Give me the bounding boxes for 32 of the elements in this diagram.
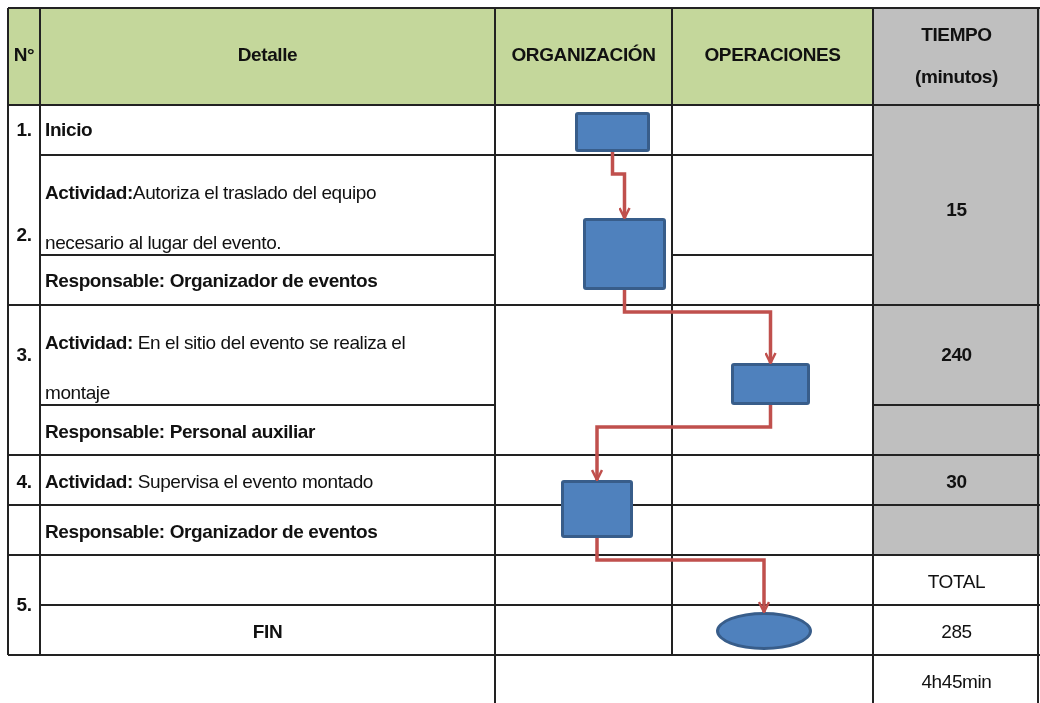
time-value: 15	[945, 198, 968, 222]
responsible-text: Responsable: Organizador de eventos	[45, 269, 379, 293]
responsible-text: Responsable: Organizador de eventos	[45, 520, 379, 544]
time-value: 30	[945, 470, 968, 494]
column-header: N°	[12, 43, 36, 67]
step-text: FIN	[251, 620, 284, 644]
arrow	[590, 405, 773, 482]
responsible-text: Responsable: Personal auxiliar	[45, 420, 316, 444]
activity-text: Actividad:Autoriza el traslado del equipo necesario al lugar del evento.	[45, 181, 378, 255]
arrow	[622, 290, 777, 365]
column-header: TIEMPO (minutos)	[914, 23, 999, 89]
time-value: 4h45min	[920, 670, 993, 694]
activity-text: Actividad: Supervisa el evento montado	[45, 470, 375, 494]
arrow	[595, 538, 771, 614]
row-number: 3.	[15, 343, 33, 367]
process-box	[575, 112, 650, 152]
step-text: Inicio	[45, 118, 94, 142]
row-number: 1.	[15, 118, 33, 142]
activity-text: Actividad: En el sitio del evento se realiza el montaje	[45, 331, 407, 405]
column-header: Detalle	[236, 43, 299, 67]
time-value: 285	[940, 620, 973, 644]
total-label: TOTAL	[926, 570, 987, 594]
time-value: 240	[940, 343, 973, 367]
row-number: 2.	[15, 223, 33, 247]
process-box	[561, 480, 633, 538]
process-box	[583, 218, 666, 290]
column-header: ORGANIZACIÓN	[510, 43, 657, 67]
row-number: 4.	[15, 470, 33, 494]
column-header: OPERACIONES	[703, 43, 842, 67]
process-box	[731, 363, 810, 405]
arrow	[610, 152, 631, 220]
row-number: 5.	[15, 593, 33, 617]
